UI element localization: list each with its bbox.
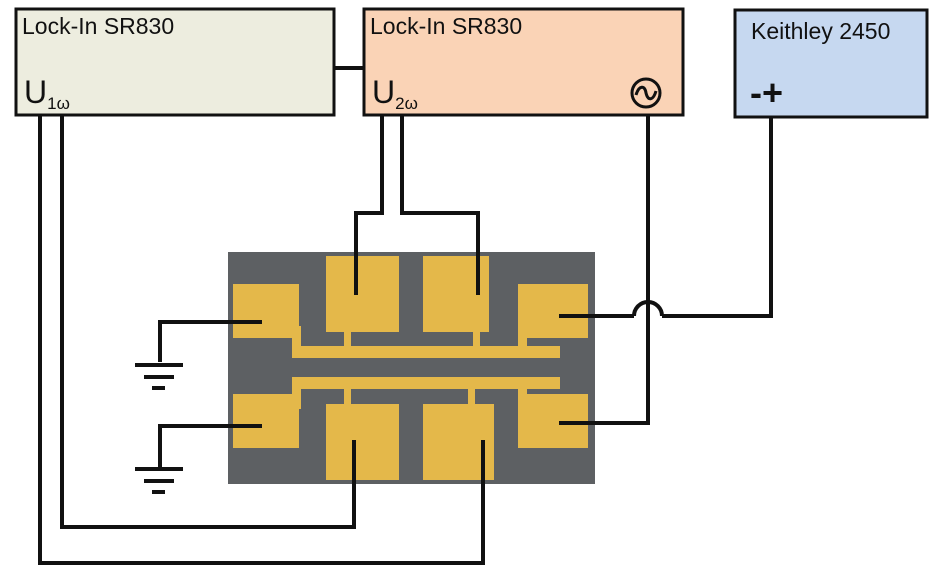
keithley-title: Keithley 2450 [751,18,890,44]
bridge-left-top [292,326,301,348]
bridge-right-bottom [518,387,527,409]
lockin-2-panel [362,7,685,117]
u1-outer-wire [38,115,485,565]
pad-left-bottom [233,394,299,448]
keithley-box: Keithley 2450 -+ [733,8,929,119]
tap-2-top [473,330,480,348]
lockin-2-box: Lock-In SR830 U2ω [362,7,685,117]
sample-chip [228,252,595,484]
keithley-panel [733,8,929,119]
u2-wire-a [354,115,384,295]
ground-icon [135,363,183,390]
bridge-right-top [518,326,527,348]
u1-inner-wire [60,115,356,529]
u2-wire-b [400,115,480,295]
ground-icon [135,467,183,494]
ground-wire-top [158,320,262,362]
tap-1-bottom [344,387,351,407]
keithley-wire [662,117,773,318]
wiring [38,66,773,565]
lockin-1-title: Lock-In SR830 [22,13,174,39]
lockin-1-signal: U1ω [24,74,70,113]
lockin-1-panel [14,7,336,117]
pad-inner-1-bottom [326,404,399,480]
lockin-2-title: Lock-In SR830 [370,13,522,39]
wire-crossover-hop [632,300,664,317]
bridge-left-bottom [292,387,301,409]
keithley-polarity: -+ [750,72,783,113]
lockin-2-signal: U2ω [372,74,418,113]
pad-inner-1-top [326,256,399,332]
pad-right-top [518,284,588,338]
central-strip-bottom [292,377,560,389]
ground-wire-bottom [158,424,262,467]
lockin-1-box: Lock-In SR830 U1ω [14,7,336,117]
ac-source-icon [630,77,662,109]
pad-left-top [233,284,299,338]
tap-1-top [344,330,351,348]
ac-source-wire [559,115,650,425]
tap-2-bottom [468,387,475,407]
central-strip-top [292,346,560,358]
